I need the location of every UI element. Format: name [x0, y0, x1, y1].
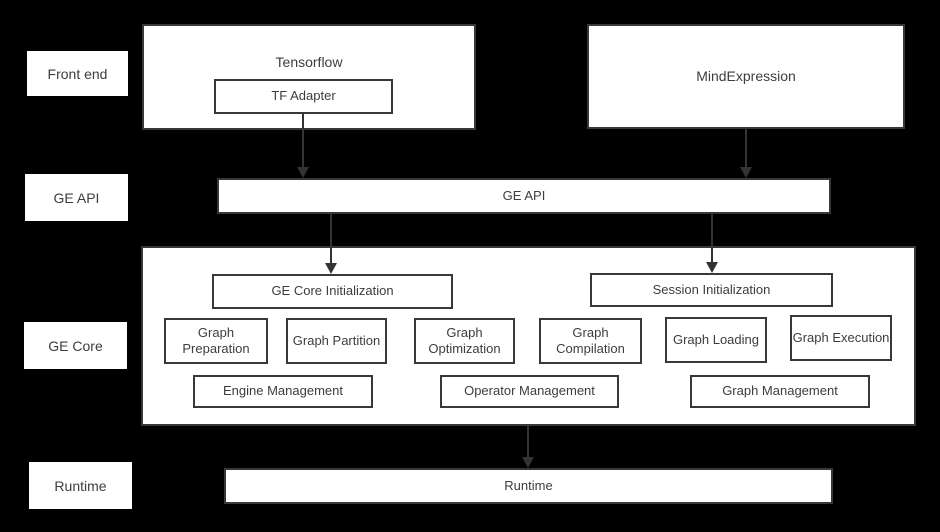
arrow-head-icon: [297, 167, 309, 178]
arrow-head-icon: [706, 262, 718, 273]
tensorflow-box: Tensorflow: [142, 24, 476, 130]
runtime-bar: Runtime: [224, 468, 833, 504]
arrow-head-icon: [522, 457, 534, 468]
ge-api-bar: GE API: [217, 178, 831, 214]
arrow-shaft: [302, 114, 304, 167]
graph-partition-box: Graph Partition: [286, 318, 387, 364]
graph-optimization-box: Graph Optimization: [414, 318, 515, 364]
graph-execution-box: Graph Execution: [790, 315, 892, 361]
graph-preparation-box: Graph Preparation: [164, 318, 268, 364]
row-label-runtime: Runtime: [29, 462, 132, 509]
session-initialization-box: Session Initialization: [590, 273, 833, 307]
graph-loading-box: Graph Loading: [665, 317, 767, 363]
graph-management-box: Graph Management: [690, 375, 870, 408]
row-label-front-end: Front end: [27, 51, 128, 96]
tf-adapter-box: TF Adapter: [214, 79, 393, 114]
arrow-shaft: [745, 129, 747, 167]
row-label-ge-core: GE Core: [24, 322, 127, 369]
arrow-shaft: [330, 214, 332, 263]
arrow-shaft: [711, 214, 713, 262]
arrow-shaft: [527, 426, 529, 457]
engine-management-box: Engine Management: [193, 375, 373, 408]
row-label-ge-api: GE API: [25, 174, 128, 221]
ge-core-initialization-box: GE Core Initialization: [212, 274, 453, 309]
graph-compilation-box: Graph Compilation: [539, 318, 642, 364]
arrow-head-icon: [325, 263, 337, 274]
arrow-head-icon: [740, 167, 752, 178]
mindexpression-box: MindExpression: [587, 24, 905, 129]
tensorflow-label: Tensorflow: [275, 54, 343, 70]
operator-management-box: Operator Management: [440, 375, 619, 408]
